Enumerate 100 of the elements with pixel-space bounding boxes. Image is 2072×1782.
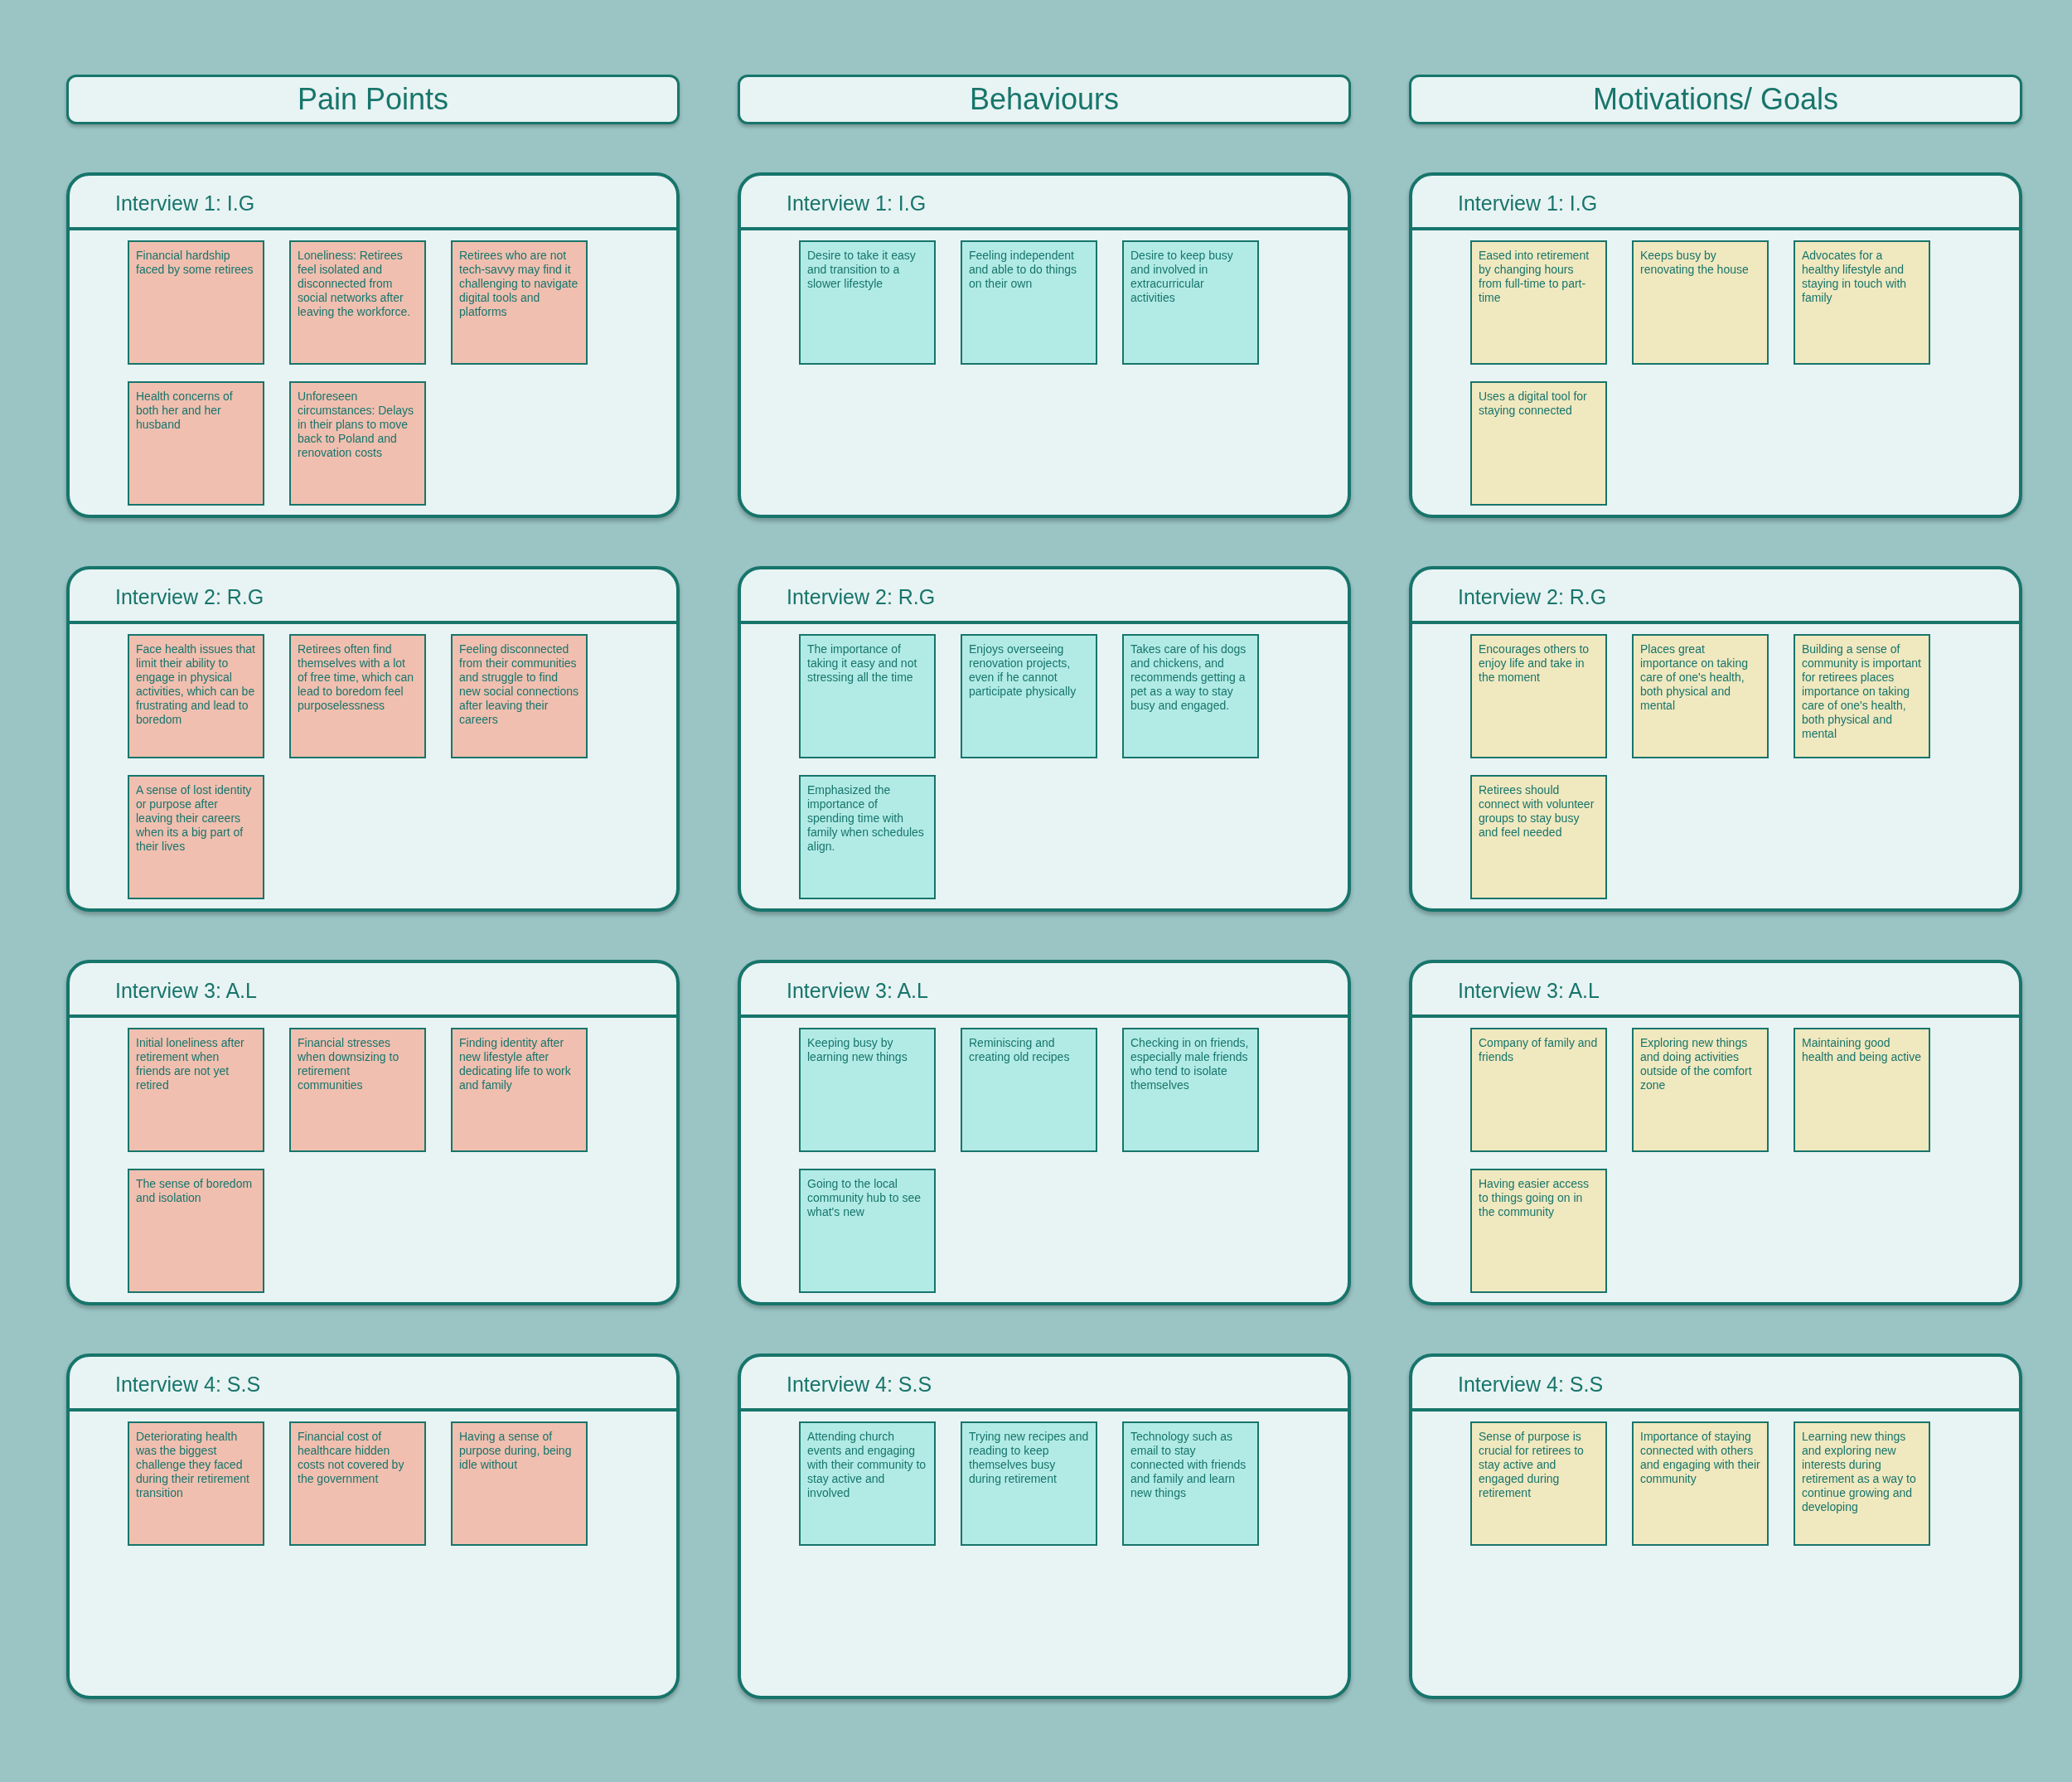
column-header (738, 75, 1351, 124)
note-text: Eased into retirement by changing hours from full-time to part-time (1479, 249, 1590, 305)
note-text: Initial loneliness after retirement when friends are not yet retired (136, 1036, 245, 1092)
interview-title: Interview 3: A.L (115, 977, 257, 1004)
interview-title: Interview 2: R.G (115, 584, 264, 610)
sticky-note (289, 1421, 426, 1546)
sticky-note (799, 1421, 936, 1546)
sticky-note (128, 1169, 264, 1293)
note-text: The importance of taking it easy and not stressing all the time (807, 642, 918, 685)
sticky-note (799, 775, 936, 899)
column-title: Behaviours (969, 81, 1120, 118)
interview-panel (738, 172, 1351, 518)
interview-title: Interview 3: A.L (787, 977, 928, 1004)
note-text: Emphasized the importance of spending time with family when schedules align. (807, 783, 925, 854)
note-text: Uses a digital tool for staying connected (1479, 390, 1588, 418)
sticky-note (1794, 1421, 1930, 1546)
note-text: Feeling disconnected from their communities and struggle to find new social connections after leaving their careers (459, 642, 579, 727)
sticky-note (289, 240, 426, 365)
sticky-note (1632, 240, 1769, 365)
interview-panel (66, 1353, 680, 1699)
sticky-note (1470, 240, 1607, 365)
sticky-note (1794, 240, 1930, 365)
note-text: Takes care of his dogs and chickens, and recommends getting a pet as a way to stay busy and engaged. (1130, 642, 1247, 713)
sticky-note (451, 634, 588, 758)
sticky-note (128, 381, 264, 506)
column-header (66, 75, 680, 124)
sticky-note (1122, 634, 1259, 758)
column-header (1409, 75, 2022, 124)
sticky-note (1794, 634, 1930, 758)
sticky-note (1794, 1028, 1930, 1152)
note-text: Keeps busy by renovating the house (1640, 249, 1750, 277)
note-text: Retirees who are not tech-savvy may find it challenging to navigate digital tools and platforms (459, 249, 579, 319)
sticky-note (961, 240, 1097, 365)
sticky-note (451, 1028, 588, 1152)
sticky-note (961, 1028, 1097, 1152)
interview-panel (66, 566, 680, 912)
interview-panel (66, 172, 680, 518)
sticky-note (1470, 1169, 1607, 1293)
interview-panel (738, 960, 1351, 1305)
note-text: Sense of purpose is crucial for retirees to stay active and engaged during retirement (1479, 1430, 1585, 1500)
note-text: Financial cost of healthcare hidden costs not covered by the government (298, 1430, 405, 1486)
sticky-note (1470, 1028, 1607, 1152)
interview-panel (66, 960, 680, 1305)
note-text: Finding identity after new lifestyle after dedicating life to work and family (459, 1036, 572, 1092)
sticky-note (128, 775, 264, 899)
sticky-note (799, 240, 936, 365)
note-text: Learning new things and exploring new interests during retirement as a way to continue growing and developing (1802, 1430, 1917, 1514)
interview-title: Interview 1: I.G (1458, 190, 1598, 216)
column-title: Motivations/ Goals (1592, 81, 1839, 118)
interview-title: Interview 2: R.G (787, 584, 936, 610)
sticky-note (451, 1421, 588, 1546)
sticky-note (799, 1169, 936, 1293)
interview-panel (1409, 1353, 2022, 1699)
interview-title: Interview 2: R.G (1458, 584, 1607, 610)
sticky-note (961, 1421, 1097, 1546)
interview-title: Interview 4: S.S (787, 1371, 932, 1397)
sticky-note (289, 381, 426, 506)
sticky-note (128, 634, 264, 758)
sticky-note (1470, 634, 1607, 758)
interview-panel (1409, 172, 2022, 518)
note-text: A sense of lost identity or purpose after leaving their careers when its a big part of their lives (136, 783, 253, 854)
sticky-note (1122, 240, 1259, 365)
column-title: Pain Points (297, 81, 449, 118)
note-text: Retirees often find themselves with a lot of free time, which can lead to boredom feel purposelessness (298, 642, 415, 713)
sticky-note (1470, 775, 1607, 899)
sticky-note (289, 634, 426, 758)
interview-panel (738, 1353, 1351, 1699)
note-text: Enjoys overseeing renovation projects, even if he cannot participate physically (969, 642, 1077, 699)
sticky-note (451, 240, 588, 365)
note-text: The sense of boredom and isolation (136, 1177, 254, 1205)
sticky-note (1632, 1421, 1769, 1546)
note-text: Encourages others to enjoy life and take in the moment (1479, 642, 1590, 685)
note-text: Health concerns of both her and her husband (136, 390, 234, 432)
sticky-note (1122, 1421, 1259, 1546)
interview-title: Interview 4: S.S (115, 1371, 261, 1397)
note-text: Maintaining good health and being active (1802, 1036, 1922, 1064)
sticky-note (1470, 381, 1607, 506)
interview-title: Interview 3: A.L (1458, 977, 1600, 1004)
note-text: Attending church events and engaging with their community to stay active and involved (807, 1430, 927, 1500)
note-text: Exploring new things and doing activities outside of the comfort zone (1640, 1036, 1753, 1092)
note-text: Feeling independent and able to do things on their own (969, 249, 1077, 291)
interview-title: Interview 1: I.G (115, 190, 255, 216)
note-text: Technology such as email to stay connected with friends and family and learn new things (1130, 1430, 1247, 1500)
interview-panel (1409, 960, 2022, 1305)
sticky-note (128, 1028, 264, 1152)
interview-panel (1409, 566, 2022, 912)
sticky-note (1122, 1028, 1259, 1152)
sticky-note (1632, 634, 1769, 758)
note-text: Desire to keep busy and involved in extracurricular activities (1130, 249, 1234, 305)
sticky-note (289, 1028, 426, 1152)
note-text: Reminiscing and creating old recipes (969, 1036, 1071, 1064)
sticky-note (1470, 1421, 1607, 1546)
note-text: Financial stresses when downsizing to retirement communities (298, 1036, 400, 1092)
note-text: Unforeseen circumstances: Delays in their plans to move back to Poland and renovation costs (298, 390, 415, 460)
sticky-note (128, 240, 264, 365)
note-text: Trying new recipes and reading to keep themselves busy during retirement (969, 1430, 1089, 1486)
note-text: Building a sense of community is important for retirees places importance on taking care of one's health, both physical and mental (1802, 642, 1922, 741)
interview-title: Interview 1: I.G (787, 190, 927, 216)
note-text: Deteriorating health was the biggest challenge they faced during their retirement transition (136, 1430, 250, 1500)
sticky-note (1632, 1028, 1769, 1152)
